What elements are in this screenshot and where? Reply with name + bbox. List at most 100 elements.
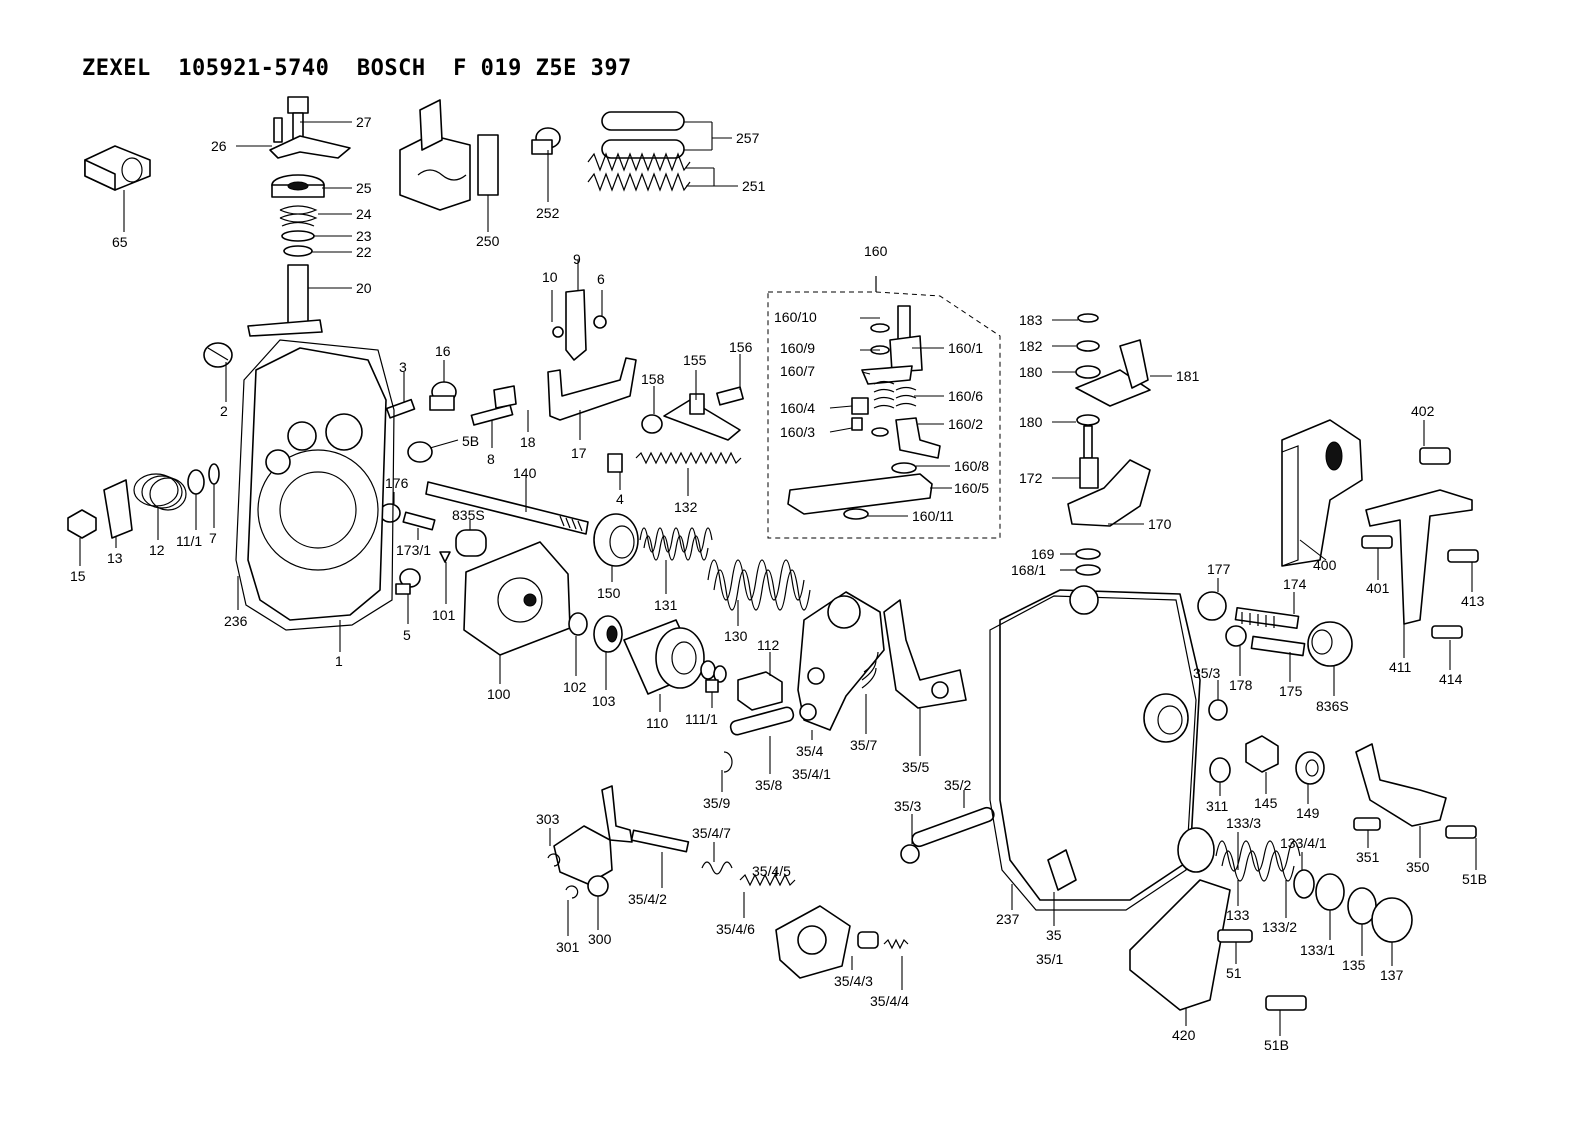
coupling-nut-65 xyxy=(84,145,151,191)
screw-351 xyxy=(1353,817,1381,831)
label-100: 100 xyxy=(487,686,511,702)
lever-35-4-3 xyxy=(775,905,909,979)
label-413: 413 xyxy=(1461,593,1485,609)
springs-251 xyxy=(587,152,691,192)
lever-155 xyxy=(641,386,744,441)
cylinder-110 xyxy=(623,619,705,695)
spring-130 xyxy=(707,559,811,611)
governor-housing-35 xyxy=(989,585,1215,911)
label-145: 145 xyxy=(1254,795,1278,811)
label-257: 257 xyxy=(736,130,760,146)
label-4: 4 xyxy=(616,491,624,507)
key-101 xyxy=(439,551,451,563)
label-23: 23 xyxy=(356,228,372,244)
label-35-2: 35/2 xyxy=(944,777,971,793)
label-132: 132 xyxy=(674,499,698,515)
parts-artwork xyxy=(67,96,1479,1011)
label-149: 149 xyxy=(1296,805,1320,821)
label-176: 176 xyxy=(385,475,409,491)
cap-835S xyxy=(455,529,487,557)
label-350: 350 xyxy=(1406,859,1430,875)
label-27: 27 xyxy=(356,114,372,130)
label-65: 65 xyxy=(112,234,128,250)
label-180a: 180 xyxy=(1019,364,1043,380)
bolt-413 xyxy=(1447,549,1479,563)
bracket-350 xyxy=(1355,743,1447,827)
label-35-4-1: 35/4/1 xyxy=(792,766,831,782)
label-140: 140 xyxy=(513,465,537,481)
label-22: 22 xyxy=(356,244,372,260)
label-168-1: 168/1 xyxy=(1011,562,1046,578)
label-402: 402 xyxy=(1411,403,1435,419)
springs-133 xyxy=(1215,840,1413,943)
label-835S: 835S xyxy=(452,507,485,523)
label-300: 300 xyxy=(588,931,612,947)
screw-173-1 xyxy=(402,511,436,531)
spring-stack-25-22 xyxy=(271,174,325,257)
label-35-4: 35/4 xyxy=(796,743,823,759)
washer-102 xyxy=(568,612,588,636)
label-160-1: 160/1 xyxy=(948,340,983,356)
spring-35-4-7 xyxy=(701,861,733,875)
label-8: 8 xyxy=(487,451,495,467)
governor-160-box xyxy=(767,276,1001,539)
plate-13 xyxy=(103,479,133,539)
label-35-9: 35/9 xyxy=(703,795,730,811)
label-160-11: 160/11 xyxy=(912,508,954,524)
washer-11-1 xyxy=(187,469,205,495)
label-150: 150 xyxy=(597,585,621,601)
adjust-screw-27 xyxy=(269,96,351,159)
label-9: 9 xyxy=(573,251,581,267)
label-1: 1 xyxy=(335,653,343,669)
label-172: 172 xyxy=(1019,470,1043,486)
label-3: 3 xyxy=(399,359,407,375)
cam-ring-100 xyxy=(463,541,571,656)
label-5: 5 xyxy=(403,627,411,643)
label-35-3a: 35/3 xyxy=(894,798,921,814)
label-160-9: 160/9 xyxy=(780,340,815,356)
label-411: 411 xyxy=(1389,659,1412,675)
label-173-1: 173/1 xyxy=(396,542,431,558)
lever-17 xyxy=(547,357,637,421)
label-836S: 836S xyxy=(1316,698,1349,714)
lever-35-4 xyxy=(797,591,885,731)
nut-178 xyxy=(1225,625,1247,647)
lever-300 xyxy=(547,785,690,899)
label-16: 16 xyxy=(435,343,451,359)
label-311: 311 xyxy=(1206,798,1229,814)
bolt-51Ba xyxy=(1445,825,1477,839)
label-401: 401 xyxy=(1366,580,1390,596)
label-351: 351 xyxy=(1356,849,1380,865)
bracket-250 xyxy=(399,99,499,211)
plug-2 xyxy=(203,342,233,368)
label-236: 236 xyxy=(224,613,248,629)
label-35-3b: 35/3 xyxy=(1193,665,1220,681)
label-7: 7 xyxy=(209,530,217,546)
governor-stack-183 xyxy=(1067,313,1151,576)
label-133-1: 133/1 xyxy=(1300,942,1335,958)
label-181: 181 xyxy=(1176,368,1200,384)
plate-9 xyxy=(552,289,607,361)
label-174: 174 xyxy=(1283,576,1307,592)
bracket-411 xyxy=(1365,489,1473,625)
label-137: 137 xyxy=(1380,967,1404,983)
label-12: 12 xyxy=(149,542,165,558)
label-110: 110 xyxy=(646,715,669,731)
label-169: 169 xyxy=(1031,546,1055,562)
label-160-5: 160/5 xyxy=(954,480,989,496)
label-252: 252 xyxy=(536,205,560,221)
label-51: 51 xyxy=(1226,965,1242,981)
plug-252 xyxy=(531,127,561,155)
spring-132 xyxy=(635,451,742,465)
label-35-4-6: 35/4/6 xyxy=(716,921,755,937)
label-35-4-7: 35/4/7 xyxy=(692,825,731,841)
label-18: 18 xyxy=(520,434,536,450)
label-160-6: 160/6 xyxy=(948,388,983,404)
bolt-51 xyxy=(1217,929,1253,943)
sleeve-150 xyxy=(593,513,639,567)
label-51Bb: 51B xyxy=(1264,1037,1289,1053)
label-11-1: 11/1 xyxy=(176,533,202,549)
label-183: 183 xyxy=(1019,312,1043,328)
nut-15 xyxy=(67,509,97,539)
